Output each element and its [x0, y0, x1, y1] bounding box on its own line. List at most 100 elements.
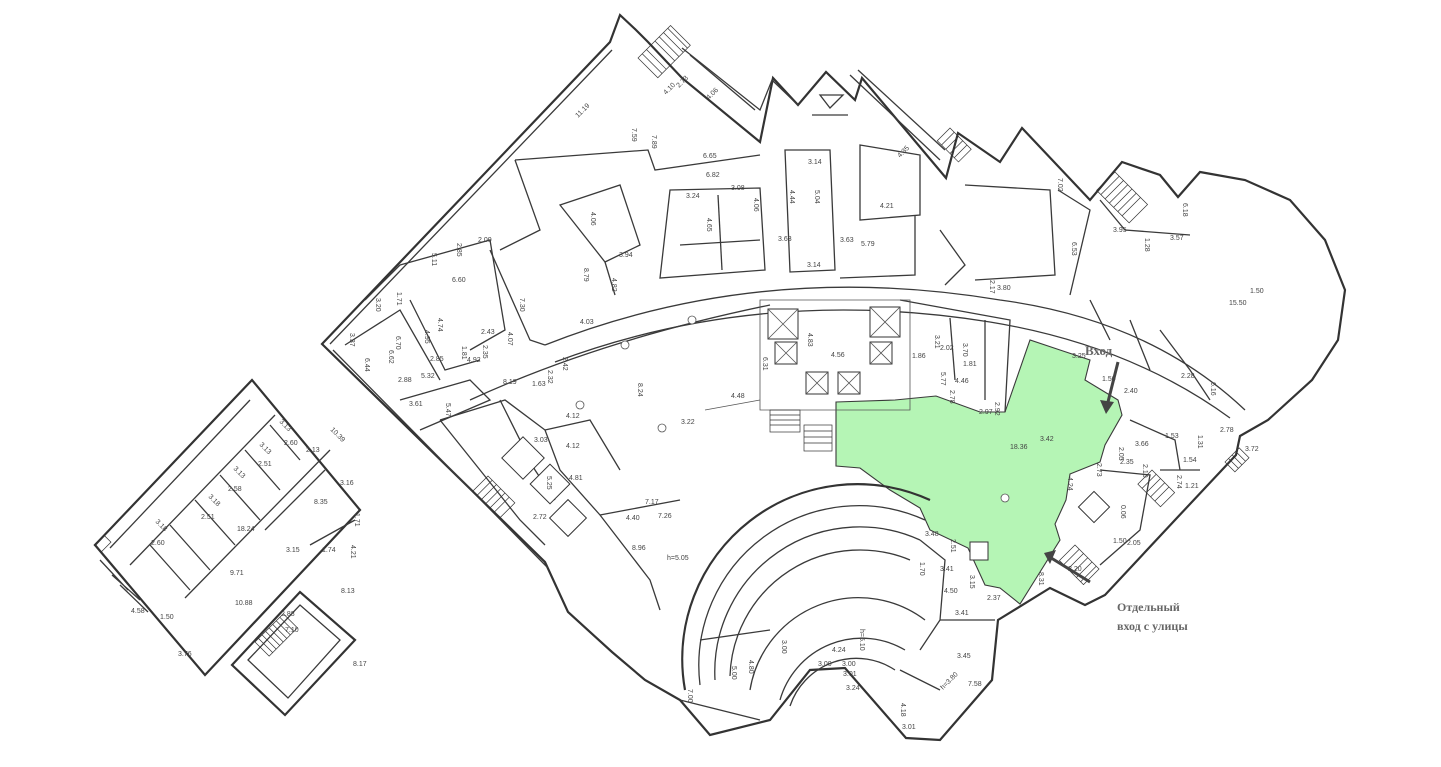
dimension-label: 6.62 [387, 350, 394, 364]
dimension-label: 6.18 [1181, 203, 1188, 217]
dimension-label: 4.83 [806, 333, 813, 347]
dimension-label: 2.40 [1124, 388, 1138, 395]
dimension-label: 2.17 [988, 280, 995, 294]
dimension-label: 6.70 [394, 336, 401, 350]
dimension-label: 3.95 [1113, 227, 1127, 234]
dimension-label: 4.92 [467, 357, 481, 364]
dimension-label: 4.48 [731, 393, 745, 400]
dimension-label: 18.36 [1010, 444, 1028, 451]
dimension-label: 3.13 [278, 418, 293, 433]
dimension-label: 8.24 [636, 383, 643, 397]
dimension-label: 3.00 [842, 661, 856, 668]
dimension-label: 3.66 [1135, 441, 1149, 448]
dimension-label: 2.35 [481, 345, 488, 359]
dimension-label: 3.13 [258, 441, 273, 456]
dimension-label: 4.65 [705, 218, 712, 232]
dimension-label: 3.72 [1245, 446, 1259, 453]
dimension-label: 4.46 [955, 378, 969, 385]
dimension-label: 4.21 [349, 545, 356, 559]
dimension-label: 8.19 [503, 379, 517, 386]
dimension-label: 3.16 [340, 480, 354, 487]
dimension-label: 7.30 [518, 298, 525, 312]
dimension-label: 5.00 [730, 666, 737, 680]
dimension-label: 3.24 [846, 685, 860, 692]
dimension-label: 2.02 [940, 345, 954, 352]
dimension-label: 2.51 [949, 539, 956, 553]
dimension-label: 1.50 [1250, 288, 1264, 295]
dimension-label: 2.32 [546, 370, 553, 384]
dimension-label: 3.20 [374, 298, 381, 312]
dimension-label: 2.00 [478, 237, 492, 244]
dimension-label: 4.07 [506, 332, 513, 346]
dimension-label: 3.08 [731, 185, 745, 192]
dimension-label: 1.50 [1113, 538, 1127, 545]
dimension-label: 3.94 [619, 252, 633, 259]
central-corridor [469, 286, 1246, 419]
dimension-label: 8.17 [353, 661, 367, 668]
dimension-label: 4.24 [832, 647, 846, 654]
dimension-label: 2.51 [258, 461, 272, 468]
dimension-label: 7.26 [658, 513, 672, 520]
dimension-label: 6.44 [363, 358, 370, 372]
entrance-arrow-icon [1100, 361, 1120, 414]
dimension-label: 18.24 [237, 526, 255, 533]
dimension-label: 4.44 [788, 190, 795, 204]
dimension-label: 6.65 [703, 153, 717, 160]
dimension-label: 1.70 [918, 562, 925, 576]
facade-protrusions [681, 47, 946, 161]
dimension-label: 8.96 [632, 545, 646, 552]
dimension-label: 3.00 [780, 640, 787, 654]
dimension-label: 5.32 [421, 373, 435, 380]
dimension-label: 3.15 [968, 575, 975, 589]
interior-walls-right [899, 199, 1211, 566]
dimension-label: 2.85 [430, 356, 444, 363]
dimension-label: 1.50 [1102, 376, 1116, 383]
dimension-label: 1.71 [353, 513, 360, 527]
street-entrance-arrow-icon [1044, 550, 1091, 584]
dimension-label: 3.00 [818, 661, 832, 668]
dimension-label: 2.05 [1117, 447, 1124, 461]
dimension-label: 8.31 [1037, 572, 1044, 586]
elevator-shafts [501, 299, 1111, 561]
dimension-label: 5.47 [444, 403, 451, 417]
dimension-label: 2.85 [455, 243, 462, 257]
dimension-label: 7.02 [1056, 178, 1063, 192]
dimension-label: 11.19 [574, 102, 591, 119]
dimension-label: 2.28 [1181, 373, 1195, 380]
dimension-label: 4.06 [752, 198, 759, 212]
dimension-label: 10.88 [235, 600, 253, 607]
dimension-label: 5.77 [939, 372, 946, 386]
dimension-label: 7.00 [686, 689, 693, 703]
dimension-label: 7.10 [285, 627, 299, 634]
dimension-label: 3.01 [843, 671, 857, 678]
dimension-label: 3.41 [955, 610, 969, 617]
dimension-label: 2.13 [306, 447, 320, 454]
dimension-label: 3.41 [940, 566, 954, 573]
dimension-label: 3.57 [1170, 235, 1184, 242]
dimension-label: 2.43 [481, 329, 495, 336]
dimension-label: 4.12 [566, 443, 580, 450]
dimension-label: 2.60 [284, 440, 298, 447]
dimension-label: 3.63 [778, 236, 792, 243]
dimension-label: 3.70 [961, 343, 968, 357]
dimension-label: 8.35 [314, 499, 328, 506]
dimension-label: 2.97 [979, 409, 993, 416]
dimension-label: 4.74 [436, 318, 443, 332]
dimension-label: 1.31 [1196, 435, 1203, 449]
dimension-label: 7.58 [968, 681, 982, 688]
dimension-label: 3.63 [840, 237, 854, 244]
dimension-label: 4.18 [899, 703, 906, 717]
dimension-label: 1.71 [395, 292, 402, 306]
dimension-label: 2.88 [398, 377, 412, 384]
dimension-label: 1.63 [532, 381, 546, 388]
dimension-label: 6.16 [1209, 382, 1216, 396]
dimension-label: 7.89 [650, 135, 657, 149]
highlighted-rented-area [835, 339, 1123, 605]
dimension-label: 0.06 [1119, 505, 1126, 519]
entrance-label: Вход [1085, 343, 1113, 358]
dimension-label: 2.05 [1127, 540, 1141, 547]
dimension-label: 4.58 [131, 608, 145, 615]
dimension-label: h=5.10 [858, 629, 865, 651]
dimension-label: 1.74 [322, 547, 336, 554]
amphitheatre [679, 483, 995, 721]
